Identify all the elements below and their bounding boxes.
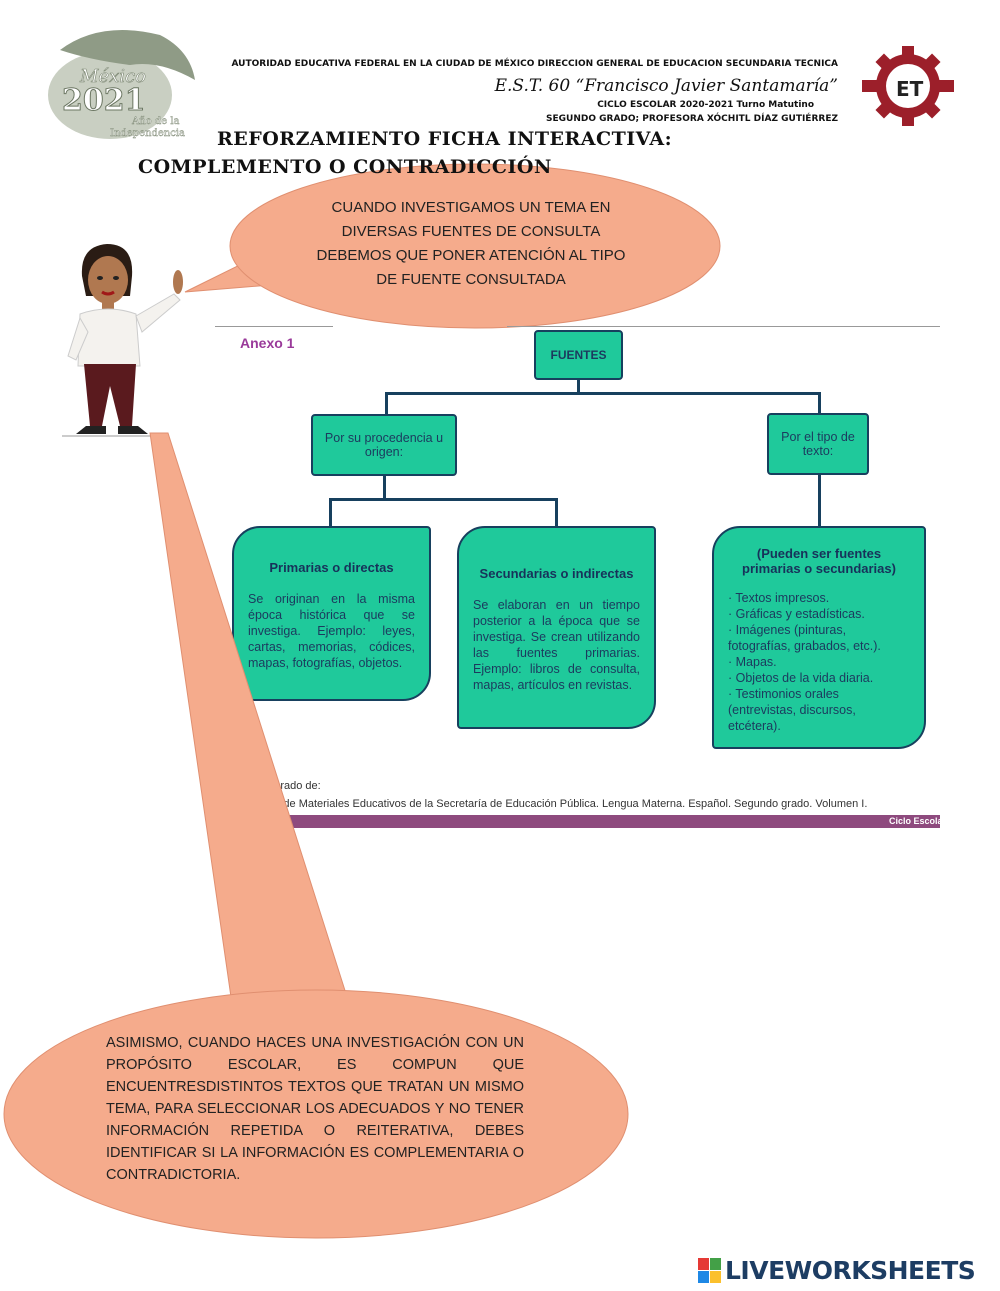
root-node-fuentes: FUENTES [534,330,623,380]
connector [385,392,388,415]
list-item: · Mapas. [728,655,777,669]
list-item: · Testimonios orales (entrevistas, discu… [728,687,856,733]
footer-bar-label: Ciclo Escolar [888,816,940,826]
connector [383,476,386,500]
svg-text:Año de la: Año de la [131,116,180,127]
connector [385,392,821,395]
footer-bar: Ciclo Escolar [262,815,940,828]
secondary-sources-box: Secundarias o indirectas Se elaboran en … [457,526,656,729]
teacher-avatar [62,236,192,440]
liveworksheets-logo: LIVEWORKSHEETS [698,1256,976,1285]
source-note-1: uperado de: [262,780,321,792]
branch-text-type: Por el tipo de texto: [767,413,869,475]
text-types-list: · Textos impresos. · Gráficas y estadíst… [728,590,910,734]
text-types-box: (Pueden ser fuentes primarias o secundar… [712,526,926,749]
primary-title: Primarias o directas [269,560,394,575]
school-cycle: CICLO ESCOLAR 2020-2021 Turno Matutino [597,100,814,110]
connector [329,498,332,526]
speech-bubble-top-text: CUANDO INVESTIGAMOS UN TEMA EN DIVERSAS … [316,199,626,288]
secondary-text: Se elaboran en un tiempo posterior a la … [473,598,640,692]
divider-line [215,326,333,327]
speech-bubble-bottom-text: ASIMISMO, CUANDO HACES UNA INVESTIGACIÓN… [106,1035,524,1183]
secondary-title: Secundarias o indirectas [479,566,634,581]
branch-origin-label: Por su procedencia u origen: [324,431,444,459]
connector [555,498,558,526]
mexico-2021-logo: México 2021 Año de la Independencia [40,20,202,142]
connector [818,475,821,526]
source-note-2: eral de Materiales Educativos de la Secr… [262,798,868,810]
divider-line [507,326,940,327]
authority-text: AUTORIDAD EDUCATIVA FEDERAL EN LA CIUDAD… [231,59,838,69]
svg-text:Independencia: Independencia [110,128,185,139]
speech-bubble-top-shape [184,163,721,329]
connector [329,498,558,501]
school-name: E.S.T. 60 “Francisco Javier Santamaría” [494,76,838,96]
title-line-1: REFORZAMIENTO FICHA INTERACTIVA: [217,128,673,150]
connector [577,380,580,394]
title-line-2: COMPLEMENTO O CONTRADICCIÓN [138,156,552,178]
list-item: · Imágenes (pinturas, fotografías, graba… [728,623,881,653]
liveworksheets-wordmark: LIVEWORKSHEETS [725,1256,976,1285]
svg-text:2021: 2021 [62,83,146,118]
root-node-label: FUENTES [550,348,607,362]
text-types-title: (Pueden ser fuentes primarias o secundar… [742,546,896,576]
liveworksheets-mark-icon [698,1258,721,1283]
svg-text:México: México [79,66,146,87]
connector [818,392,821,414]
teacher-text: SEGUNDO GRADO; PROFESORA XÓCHITL DÍAZ GU… [546,114,838,124]
list-item: · Gráficas y estadísticas. [728,607,865,621]
branch-text-type-label: Por el tipo de texto: [781,430,855,458]
annex-label: Anexo 1 [240,335,295,351]
list-item: · Textos impresos. [728,591,830,605]
list-item: · Objetos de la vida diaria. [728,671,874,685]
svg-text:ET: ET [896,77,924,101]
primary-text: Se originan en la misma época histórica … [248,592,415,670]
school-gear-logo: ET [852,44,964,128]
primary-sources-box: Primarias o directas Se originan en la m… [232,526,431,701]
branch-origin: Por su procedencia u origen: [311,414,457,476]
